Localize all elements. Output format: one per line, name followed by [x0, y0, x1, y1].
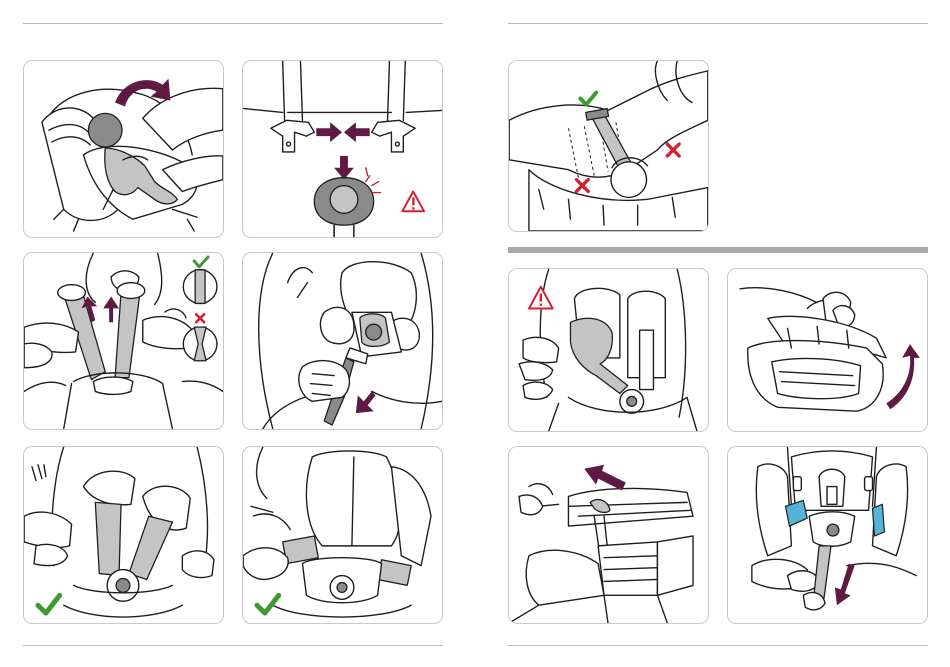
pull-arrow-icon [584, 465, 626, 491]
illustration-cover-removal [508, 446, 709, 624]
warning-icon [402, 192, 424, 212]
push-left-arrow-icon [344, 122, 370, 142]
illustration-canopy-lift [727, 268, 928, 432]
section-divider [508, 247, 928, 253]
top-rule-right [508, 23, 928, 24]
warning-icon [529, 287, 553, 309]
illustration-blue-guides [727, 446, 928, 624]
up-arrow-icon [103, 297, 119, 323]
illustration-rotate-handle [23, 60, 224, 238]
check-icon [257, 595, 279, 613]
cross-icon [576, 180, 588, 192]
bottom-rule-left [23, 645, 443, 646]
illustration-harness-correct [23, 446, 224, 624]
pull-down-arrow-icon [835, 564, 855, 606]
cross-icon [667, 144, 679, 156]
pull-down-arrow-icon [356, 391, 376, 413]
cross-icon [196, 314, 204, 322]
rotate-arrow-icon [886, 344, 920, 409]
illustration-belt-routing [508, 60, 709, 232]
illustration-buckle-tongues [242, 60, 443, 238]
illustration-strap-untwist [23, 252, 224, 430]
push-right-arrow-icon [316, 122, 342, 142]
illustration-strap-warning [508, 268, 709, 432]
check-icon [38, 595, 60, 613]
illustration-pull-adjuster-strap [242, 252, 443, 430]
check-icon [194, 257, 208, 267]
bottom-rule-right [508, 645, 928, 646]
down-arrow-icon [334, 156, 354, 180]
top-rule-left [23, 23, 443, 24]
illustration-harness-pads-correct [242, 446, 443, 624]
check-icon [580, 93, 596, 105]
